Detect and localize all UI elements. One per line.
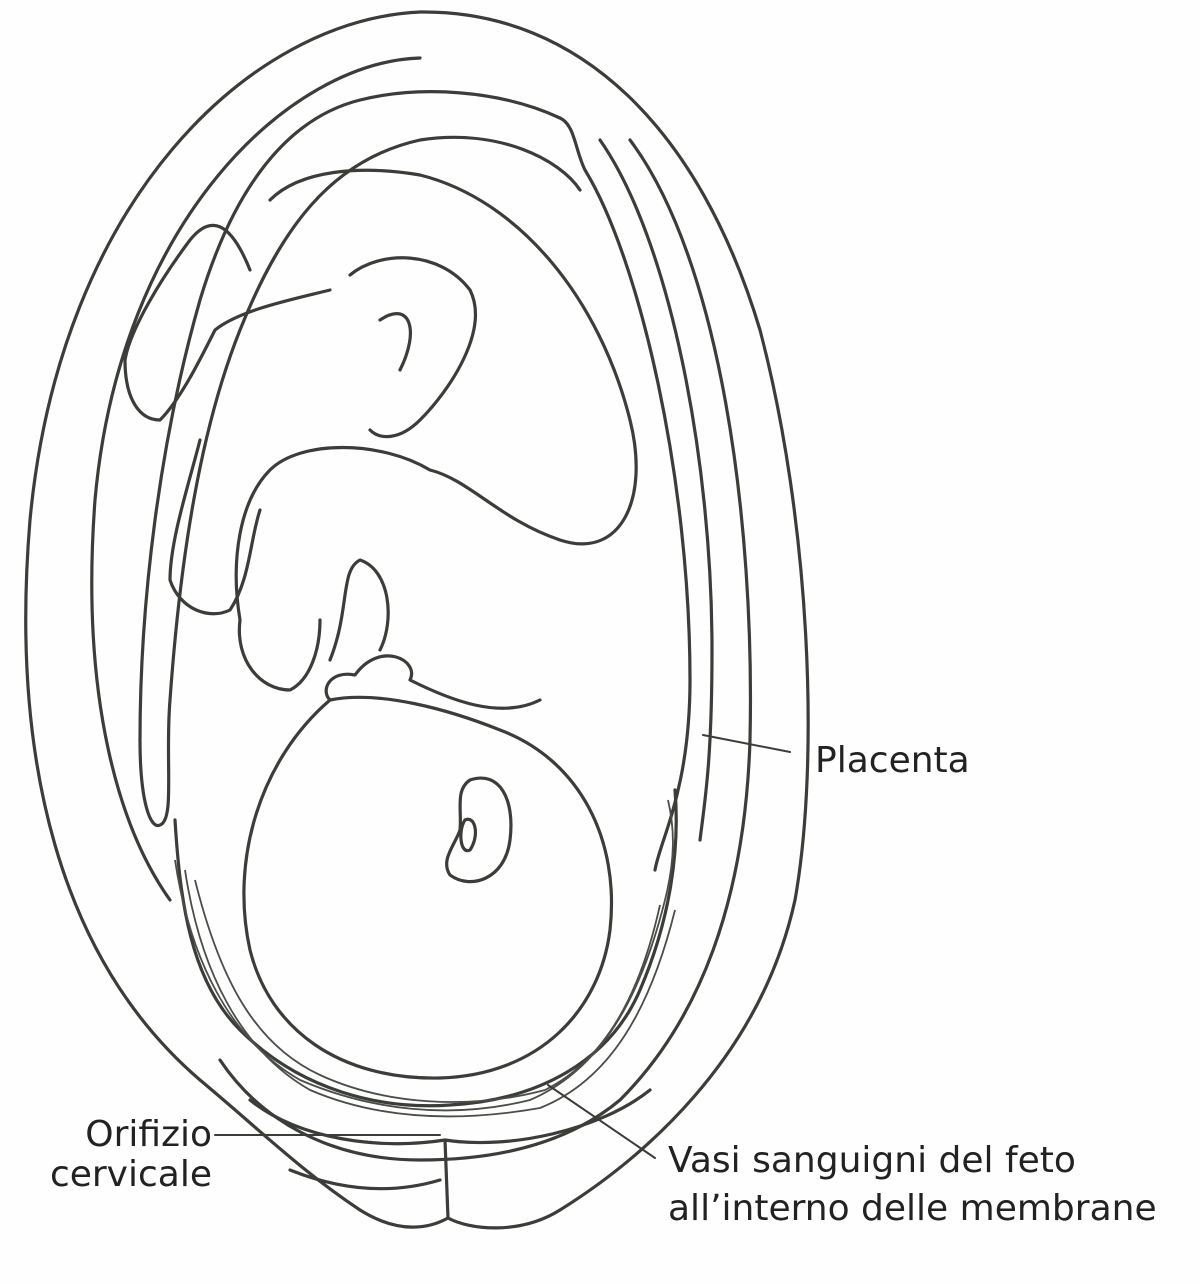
amniotic-membrane (138, 90, 582, 828)
cervix (248, 1088, 652, 1220)
placenta (558, 116, 714, 872)
label-cervical-os-line2: cervicale (49, 1154, 212, 1195)
uterus-outer-wall (24, 10, 810, 1230)
fetal-vessels-leader-line (547, 1084, 656, 1159)
fetal-ear (445, 776, 513, 884)
fetal-vessels (174, 799, 676, 1118)
fetal-arm (348, 256, 477, 439)
label-fetal-vessels-line1: Vasi sanguigni del feto (668, 1140, 1076, 1181)
label-placenta: Placenta (815, 740, 970, 781)
fetal-body (234, 168, 638, 710)
sac-lower (173, 788, 678, 1108)
label-cervical-os-line1: Orifizio (85, 1114, 212, 1155)
umbilical-cord (328, 558, 390, 662)
label-fetal-vessels-line2: all’interno delle membrane (668, 1188, 1157, 1229)
placenta-leader-line (702, 734, 791, 753)
fetal-leg (123, 223, 332, 616)
fetal-head (242, 695, 614, 1080)
uterus-inner-wall (90, 56, 753, 1162)
